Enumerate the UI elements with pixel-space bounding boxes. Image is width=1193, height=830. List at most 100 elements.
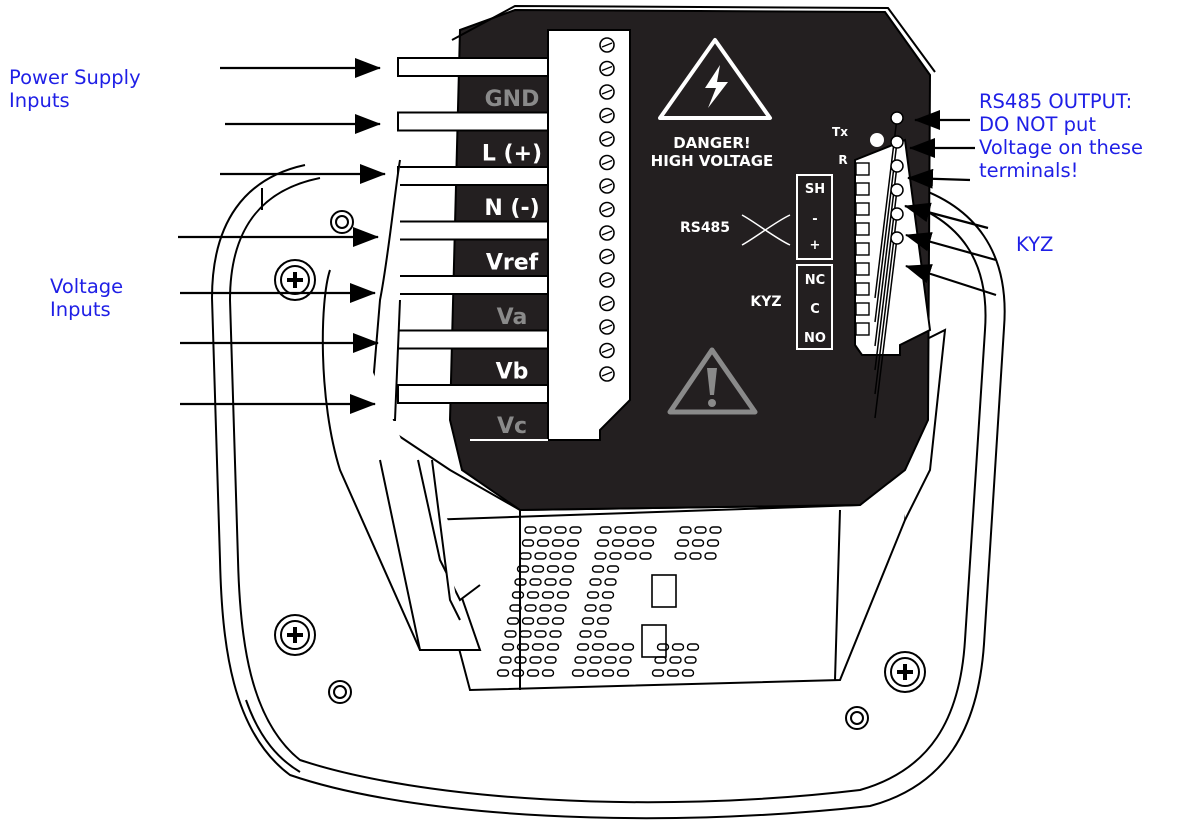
vent-slot: [589, 578, 602, 586]
vent-slot: [541, 669, 555, 677]
rs485-pin-minus: -: [812, 212, 817, 227]
vent-slot: [669, 656, 682, 664]
mounting-holes: [328, 210, 869, 730]
terminal-screw-icon: [599, 37, 615, 53]
tx-led: [870, 133, 884, 147]
terminal-screw-icon: [599, 342, 615, 359]
vent-slot: [506, 617, 520, 625]
vent-slot: [534, 630, 547, 638]
vent-window: [651, 574, 677, 608]
vent-slot: [686, 643, 700, 651]
terminal-screw-icon: [599, 225, 615, 241]
right-terminal-slot: [855, 242, 870, 256]
vent-slot: [516, 643, 530, 651]
caution-icon: [667, 347, 758, 415]
right-terminal-screw-icon: [874, 231, 904, 419]
input-wires: [321, 159, 482, 651]
vent-slot: [544, 656, 557, 664]
terminal-label-6: Vc: [497, 414, 527, 439]
danger-warning-line1: DANGER!: [673, 134, 751, 152]
vent-slot: [621, 643, 635, 651]
vent-slot: [516, 565, 530, 573]
terminal-screw-icon: [599, 366, 615, 382]
vent-slot: [651, 669, 665, 677]
kyz-pin-no: NO: [804, 331, 826, 346]
vent-slot: [564, 552, 577, 560]
vent-slot: [551, 617, 565, 625]
vent-slot: [501, 643, 515, 651]
vent-slot: [534, 552, 547, 560]
rs485-pin-sh: SH: [805, 182, 825, 197]
right-terminal-slot: [855, 322, 870, 336]
vent-slot: [569, 526, 582, 534]
vent-slot: [549, 552, 562, 560]
vent-slot: [521, 617, 535, 625]
vent-slot: [539, 526, 552, 534]
vent-slot: [574, 656, 587, 664]
vent-slot: [519, 552, 532, 560]
tx-label: Tx: [832, 125, 848, 139]
vent-slot: [689, 552, 702, 560]
vent-slot: [554, 604, 567, 612]
terminal-screw-icon: [599, 319, 615, 335]
vent-slot: [671, 643, 685, 651]
rs485-output-callout: RS485 OUTPUT: DO NOT put Voltage on thes…: [979, 90, 1143, 182]
terminal-screw-icon: [599, 201, 615, 218]
vent-slot: [674, 552, 687, 560]
terminal-row: Vc: [397, 384, 549, 441]
danger-warning-line2: HIGH VOLTAGE: [651, 152, 774, 170]
vent-slot: [509, 604, 522, 612]
vent-slot: [691, 539, 705, 547]
vent-slot: [536, 617, 550, 625]
terminal-screw-icon: [599, 178, 615, 194]
vent-slot: [561, 565, 575, 573]
power-supply-line1: Power Supply: [9, 66, 141, 89]
rs485-pin-plus: +: [810, 238, 821, 253]
terminal-screw-icon: [599, 272, 615, 288]
vent-slot: [639, 552, 652, 560]
vent-window: [641, 624, 667, 658]
vent-slot: [596, 617, 610, 625]
vent-slot: [529, 578, 542, 586]
vent-slot: [586, 669, 600, 677]
voltage-inputs-line1: Voltage: [50, 275, 124, 298]
vent-slot: [549, 630, 562, 638]
rs485-output-line3: Voltage on these: [979, 136, 1143, 159]
rs485-pin-box: [796, 174, 833, 260]
vent-slot: [511, 669, 525, 677]
rs485-output-line2: DO NOT put: [979, 113, 1096, 136]
high-voltage-warning-icon: [658, 38, 772, 120]
vent-slot: [626, 539, 640, 547]
vent-slot: [524, 604, 537, 612]
vent-slot: [604, 656, 617, 664]
terminal-label-1: L (+): [482, 142, 542, 167]
vent-slot: [704, 552, 717, 560]
vent-slot: [511, 591, 525, 599]
power-supply-line2: Inputs: [9, 89, 70, 112]
vent-slot: [601, 669, 615, 677]
terminal-row: GND: [397, 57, 549, 114]
screw-bottom-left-icon: [274, 614, 316, 656]
right-terminal-slot: [855, 302, 870, 316]
vent-slot: [579, 630, 592, 638]
terminal-screws: [599, 37, 615, 382]
vent-slot: [519, 630, 532, 638]
vent-slot: [514, 578, 527, 586]
kyz-pin-c: C: [810, 302, 820, 317]
vent-slot: [536, 539, 550, 547]
vent-slot: [606, 565, 620, 573]
right-terminal-screw-icon: [874, 111, 904, 299]
rs485-label: RS485: [680, 220, 730, 236]
vent-slot: [594, 552, 607, 560]
rx-label: R: [838, 153, 847, 167]
vent-slot: [596, 539, 610, 547]
kyz-pin-nc: NC: [805, 273, 825, 288]
terminal-label-4: Va: [497, 305, 528, 330]
rs485-crossover-icon: [741, 214, 791, 246]
terminal-screw-icon: [599, 154, 615, 171]
right-terminal-slot: [855, 222, 870, 236]
vent-slot: [541, 591, 555, 599]
kyz-callout: KYZ: [1016, 233, 1054, 256]
